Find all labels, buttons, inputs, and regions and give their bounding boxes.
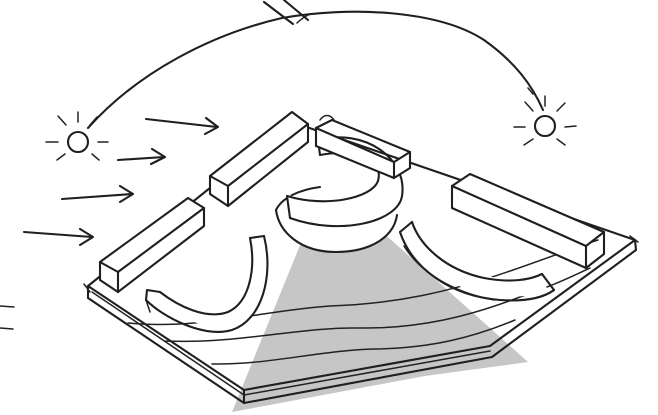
bar-block-3 — [316, 120, 410, 178]
wind-arrow-icon — [24, 229, 93, 245]
sun-right-icon — [514, 96, 576, 145]
wind-arrow-icon — [62, 186, 133, 202]
edge-marks — [0, 306, 14, 329]
bar-block-1 — [100, 198, 204, 292]
wind-arrow-icon — [146, 118, 218, 134]
wind-arrow-icon — [118, 149, 165, 164]
bar-block-4 — [452, 174, 604, 268]
sun-path-arc — [88, 12, 543, 128]
sun-left-icon — [46, 112, 108, 160]
